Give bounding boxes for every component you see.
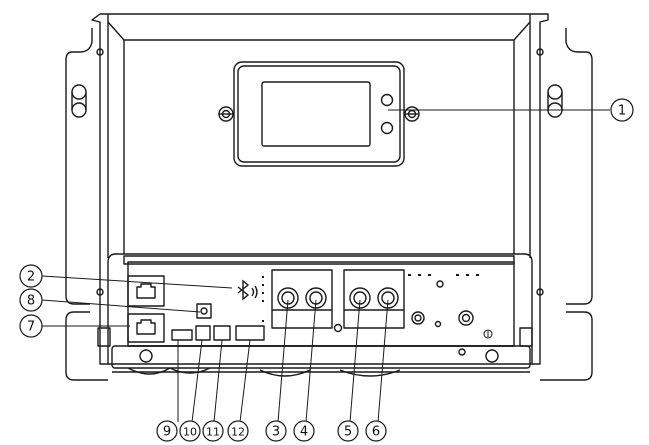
callout-label-6: 6: [372, 425, 380, 440]
callout-circle-6: [365, 420, 387, 442]
callout-circle-9: [156, 420, 178, 442]
callout-circle-4: [293, 420, 315, 442]
connector-9: [171, 329, 193, 341]
mounting-plate: [65, 28, 593, 381]
terminal-block-battery: [343, 269, 405, 329]
callout-label-10: 10: [183, 426, 197, 439]
keyhole-right: [547, 84, 563, 118]
callout-circle-5: [337, 420, 359, 442]
callout-label-3: 3: [272, 425, 280, 440]
callout-circle-10: [179, 420, 201, 442]
callout-label-11: 11: [206, 426, 220, 439]
callout-label-7: 7: [27, 320, 35, 335]
callout-circle-8: [19, 288, 43, 312]
callout-circle-11: [202, 420, 224, 442]
keyhole-left: [71, 84, 87, 118]
connector-11: [213, 325, 231, 341]
callout-label-12: 12: [231, 426, 245, 439]
callout-label-2: 2: [27, 270, 35, 285]
callout-label-4: 4: [300, 425, 308, 440]
ground-symbol-icon: [483, 329, 493, 339]
bluetooth-icon: [237, 279, 258, 301]
dip-switch: [196, 303, 212, 319]
callout-label-8: 8: [27, 294, 35, 309]
connector-12: [235, 325, 265, 341]
terminal-markings: [262, 274, 479, 322]
callout-circle-12: [227, 420, 249, 442]
load-terminals: [333, 280, 474, 333]
rj45-port-lower: [127, 313, 165, 343]
callout-label-1: 1: [618, 104, 626, 119]
lcd-display: [218, 61, 420, 167]
rj45-port-upper: [127, 275, 165, 307]
callout-circle-7: [19, 314, 43, 338]
callout-label-9: 9: [163, 425, 171, 440]
callout-circle-1: [610, 98, 634, 122]
callout-label-5: 5: [344, 425, 352, 440]
connector-10: [195, 325, 211, 341]
callout-circle-2: [19, 264, 43, 288]
callout-circle-3: [265, 420, 287, 442]
leader-lines: [41, 109, 610, 423]
housing: [91, 13, 549, 365]
terminal-block-pv: [271, 269, 333, 329]
